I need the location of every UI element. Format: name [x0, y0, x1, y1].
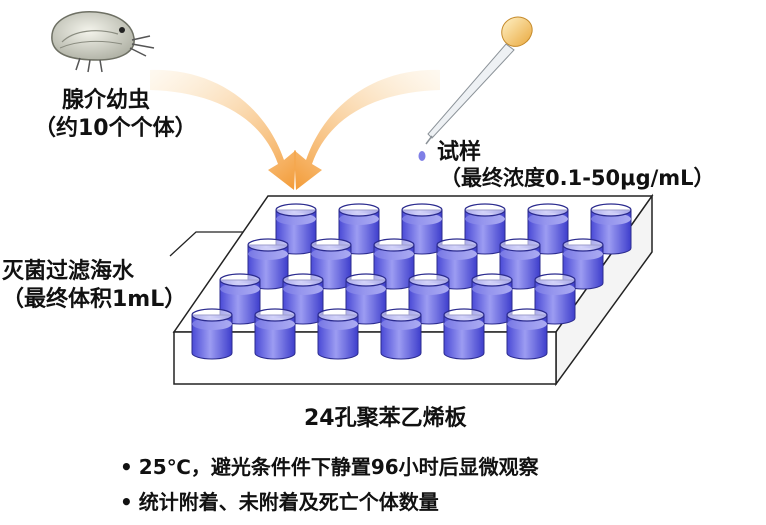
- well: [247, 238, 289, 290]
- sample-drop: [418, 151, 426, 161]
- plate-label: 24孔聚苯乙烯板: [304, 406, 467, 431]
- bullet-text: 统计附着、未附着及死亡个体数量: [138, 490, 439, 514]
- well: [562, 238, 604, 290]
- larva-title: 腺介幼虫: [62, 88, 151, 113]
- plate-front-side: [173, 331, 557, 385]
- sample-subtitle: （最终浓度0.1-50μg/mL）: [440, 166, 715, 190]
- well: [436, 238, 478, 290]
- well: [443, 308, 485, 360]
- well: [380, 308, 422, 360]
- well-plate: [172, 193, 654, 387]
- well: [191, 308, 233, 360]
- bullet-marker: •: [120, 455, 133, 479]
- arrow-from-dropper: [294, 69, 440, 190]
- seawater-subtitle: （最终体积1mL）: [2, 287, 187, 312]
- well: [317, 308, 359, 360]
- bullet-item: •25℃，避光条件件下静置96小时后显微观察: [120, 451, 539, 480]
- dropper-illustration: [418, 16, 533, 161]
- larva-illustration: [51, 11, 155, 73]
- bullet-marker: •: [120, 490, 133, 514]
- well-grid: [191, 203, 632, 360]
- larva-subtitle: （约10个个体）: [34, 116, 197, 141]
- sample-title: 试样: [437, 140, 482, 165]
- well: [506, 308, 548, 360]
- arrow-from-larva: [150, 69, 296, 190]
- well: [254, 308, 296, 360]
- bullet-item: •统计附着、未附着及死亡个体数量: [120, 486, 439, 515]
- seawater-title: 灭菌过滤海水: [2, 259, 135, 284]
- seawater-leader-line: [169, 231, 258, 257]
- bullet-text: 25℃，避光条件件下静置96小时后显微观察: [138, 455, 539, 479]
